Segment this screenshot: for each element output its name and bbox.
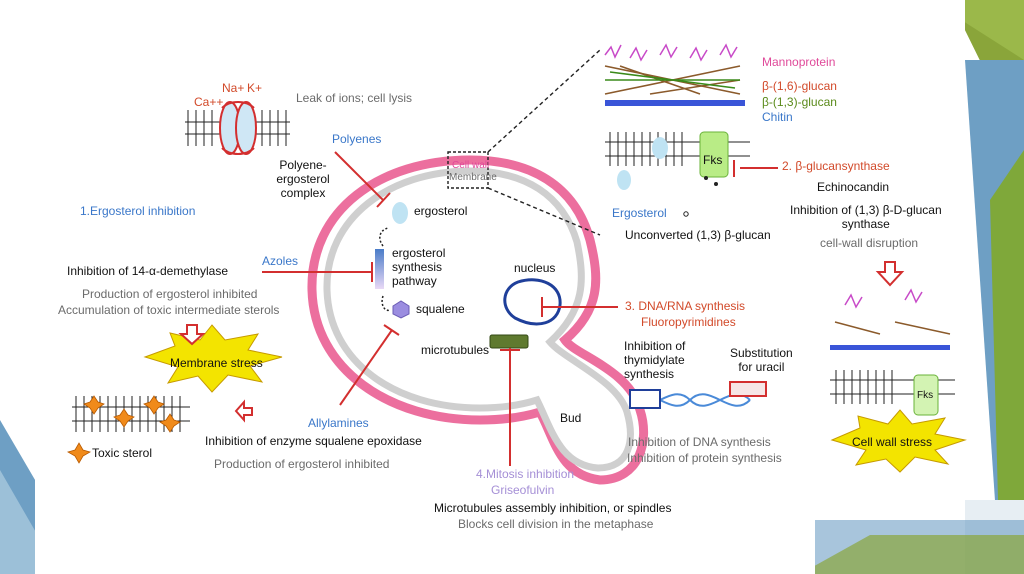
demethylase-label: Inhibition of 14-α-demethylase [67, 264, 229, 278]
dna-helix [629, 381, 767, 409]
leak-label: Leak of ions; cell lysis [296, 91, 413, 105]
beta13-glucan-label: β-(1,3)-glucan [762, 95, 837, 109]
bud-label: Bud [560, 411, 582, 425]
cell-wall-disruption-label: cell-wall disruption [820, 236, 919, 250]
cell-wall-small-label: Cell wall [452, 160, 490, 171]
nucleus-shape [503, 278, 562, 326]
uracil-label: Substitution for uracil [730, 346, 793, 374]
ergosterol-right-label: Ergosterol [612, 206, 667, 220]
thymidylate-label: Inhibition of thymidylate synthesis [624, 339, 686, 381]
hollow-arrows [178, 261, 905, 423]
inhibition-glucan-label: Inhibition of (1,3) β-D-glucan synthase [790, 203, 942, 231]
unconverted-glucan-label: Unconverted (1,3) β-glucan [625, 228, 771, 242]
microtubules-assembly-label: Microtubules assembly inhibition, or spi… [434, 501, 672, 515]
production-inhibited-2: Production of ergosterol inhibited [214, 457, 390, 471]
echinocandin-label: Echinocandin [817, 180, 890, 194]
production-inhibited-1: Production of ergosterol inhibited [82, 287, 258, 301]
squalene-shape [392, 300, 410, 319]
griseofulvin-label: Griseofulvin [491, 483, 555, 497]
k-ion-label: K+ [247, 81, 263, 95]
chitin-label: Chitin [762, 110, 793, 124]
fks-small-label: Fks [917, 390, 934, 401]
allylamines-label: Allylamines [308, 416, 369, 430]
toxic-sterol-label: Toxic sterol [92, 446, 153, 460]
nucleus-label: nucleus [514, 261, 556, 275]
toxic-sterol-legend-icon [66, 442, 92, 464]
cell-wall-stress-burst [830, 409, 967, 473]
polyene-complex-label: Polyene- ergosterol complex [276, 158, 330, 200]
microtubules-label: microtubules [421, 343, 490, 357]
accumulation-label: Accumulation of toxic intermediate stero… [58, 303, 280, 317]
membrane-stress-label: Membrane stress [170, 356, 263, 370]
ergosterol-pathway-label: ergosterol synthesis pathway [392, 246, 446, 288]
fks-label: Fks [703, 153, 723, 167]
top-left-membrane [185, 101, 290, 155]
blocks-division-label: Blocks cell division in the metaphase [458, 517, 654, 531]
glucansynthase-label: 2. β-glucansynthase [782, 159, 890, 173]
squalene-epoxidase-label: Inhibition of enzyme squalene epoxidase [205, 434, 422, 448]
squalene-label: squalene [416, 302, 465, 316]
polyenes-label: Polyenes [332, 132, 382, 146]
inhibition-protein-label: Inhibition of protein synthesis [627, 451, 782, 465]
ca-ion-label: Ca++ [194, 95, 224, 109]
cell-wall-stress-label: Cell wall stress [852, 435, 933, 449]
inhibitor-lines [262, 151, 778, 466]
bottom-left-membrane [66, 395, 190, 464]
ergosterol-label: ergosterol [414, 204, 468, 218]
mitosis-label: 4.Mitosis inhibition [476, 467, 575, 481]
ergosterol-inhibition-label: 1.Ergosterol inhibition [80, 204, 196, 218]
ergosterol-shape [392, 202, 408, 224]
fluoropyrimidines-label: Fluoropyrimidines [641, 315, 736, 329]
disrupted-wall [830, 288, 967, 473]
mannoprotein-label: Mannoprotein [762, 55, 836, 69]
dna-rna-label: 3. DNA/RNA synthesis [625, 299, 746, 313]
na-ion-label: Na+ [222, 81, 245, 95]
cell-wall-detail [604, 43, 750, 217]
zoom-box [447, 151, 489, 189]
azoles-label: Azoles [262, 254, 299, 268]
pathway-gradient-bar [375, 249, 384, 289]
fungal-cell [307, 155, 649, 485]
membrane-small-label: Membrane [449, 172, 497, 183]
microtubule-rod [489, 334, 529, 349]
inhibition-dna-label: Inhibition of DNA synthesis [628, 435, 771, 449]
beta16-glucan-label: β-(1,6)-glucan [762, 79, 837, 93]
